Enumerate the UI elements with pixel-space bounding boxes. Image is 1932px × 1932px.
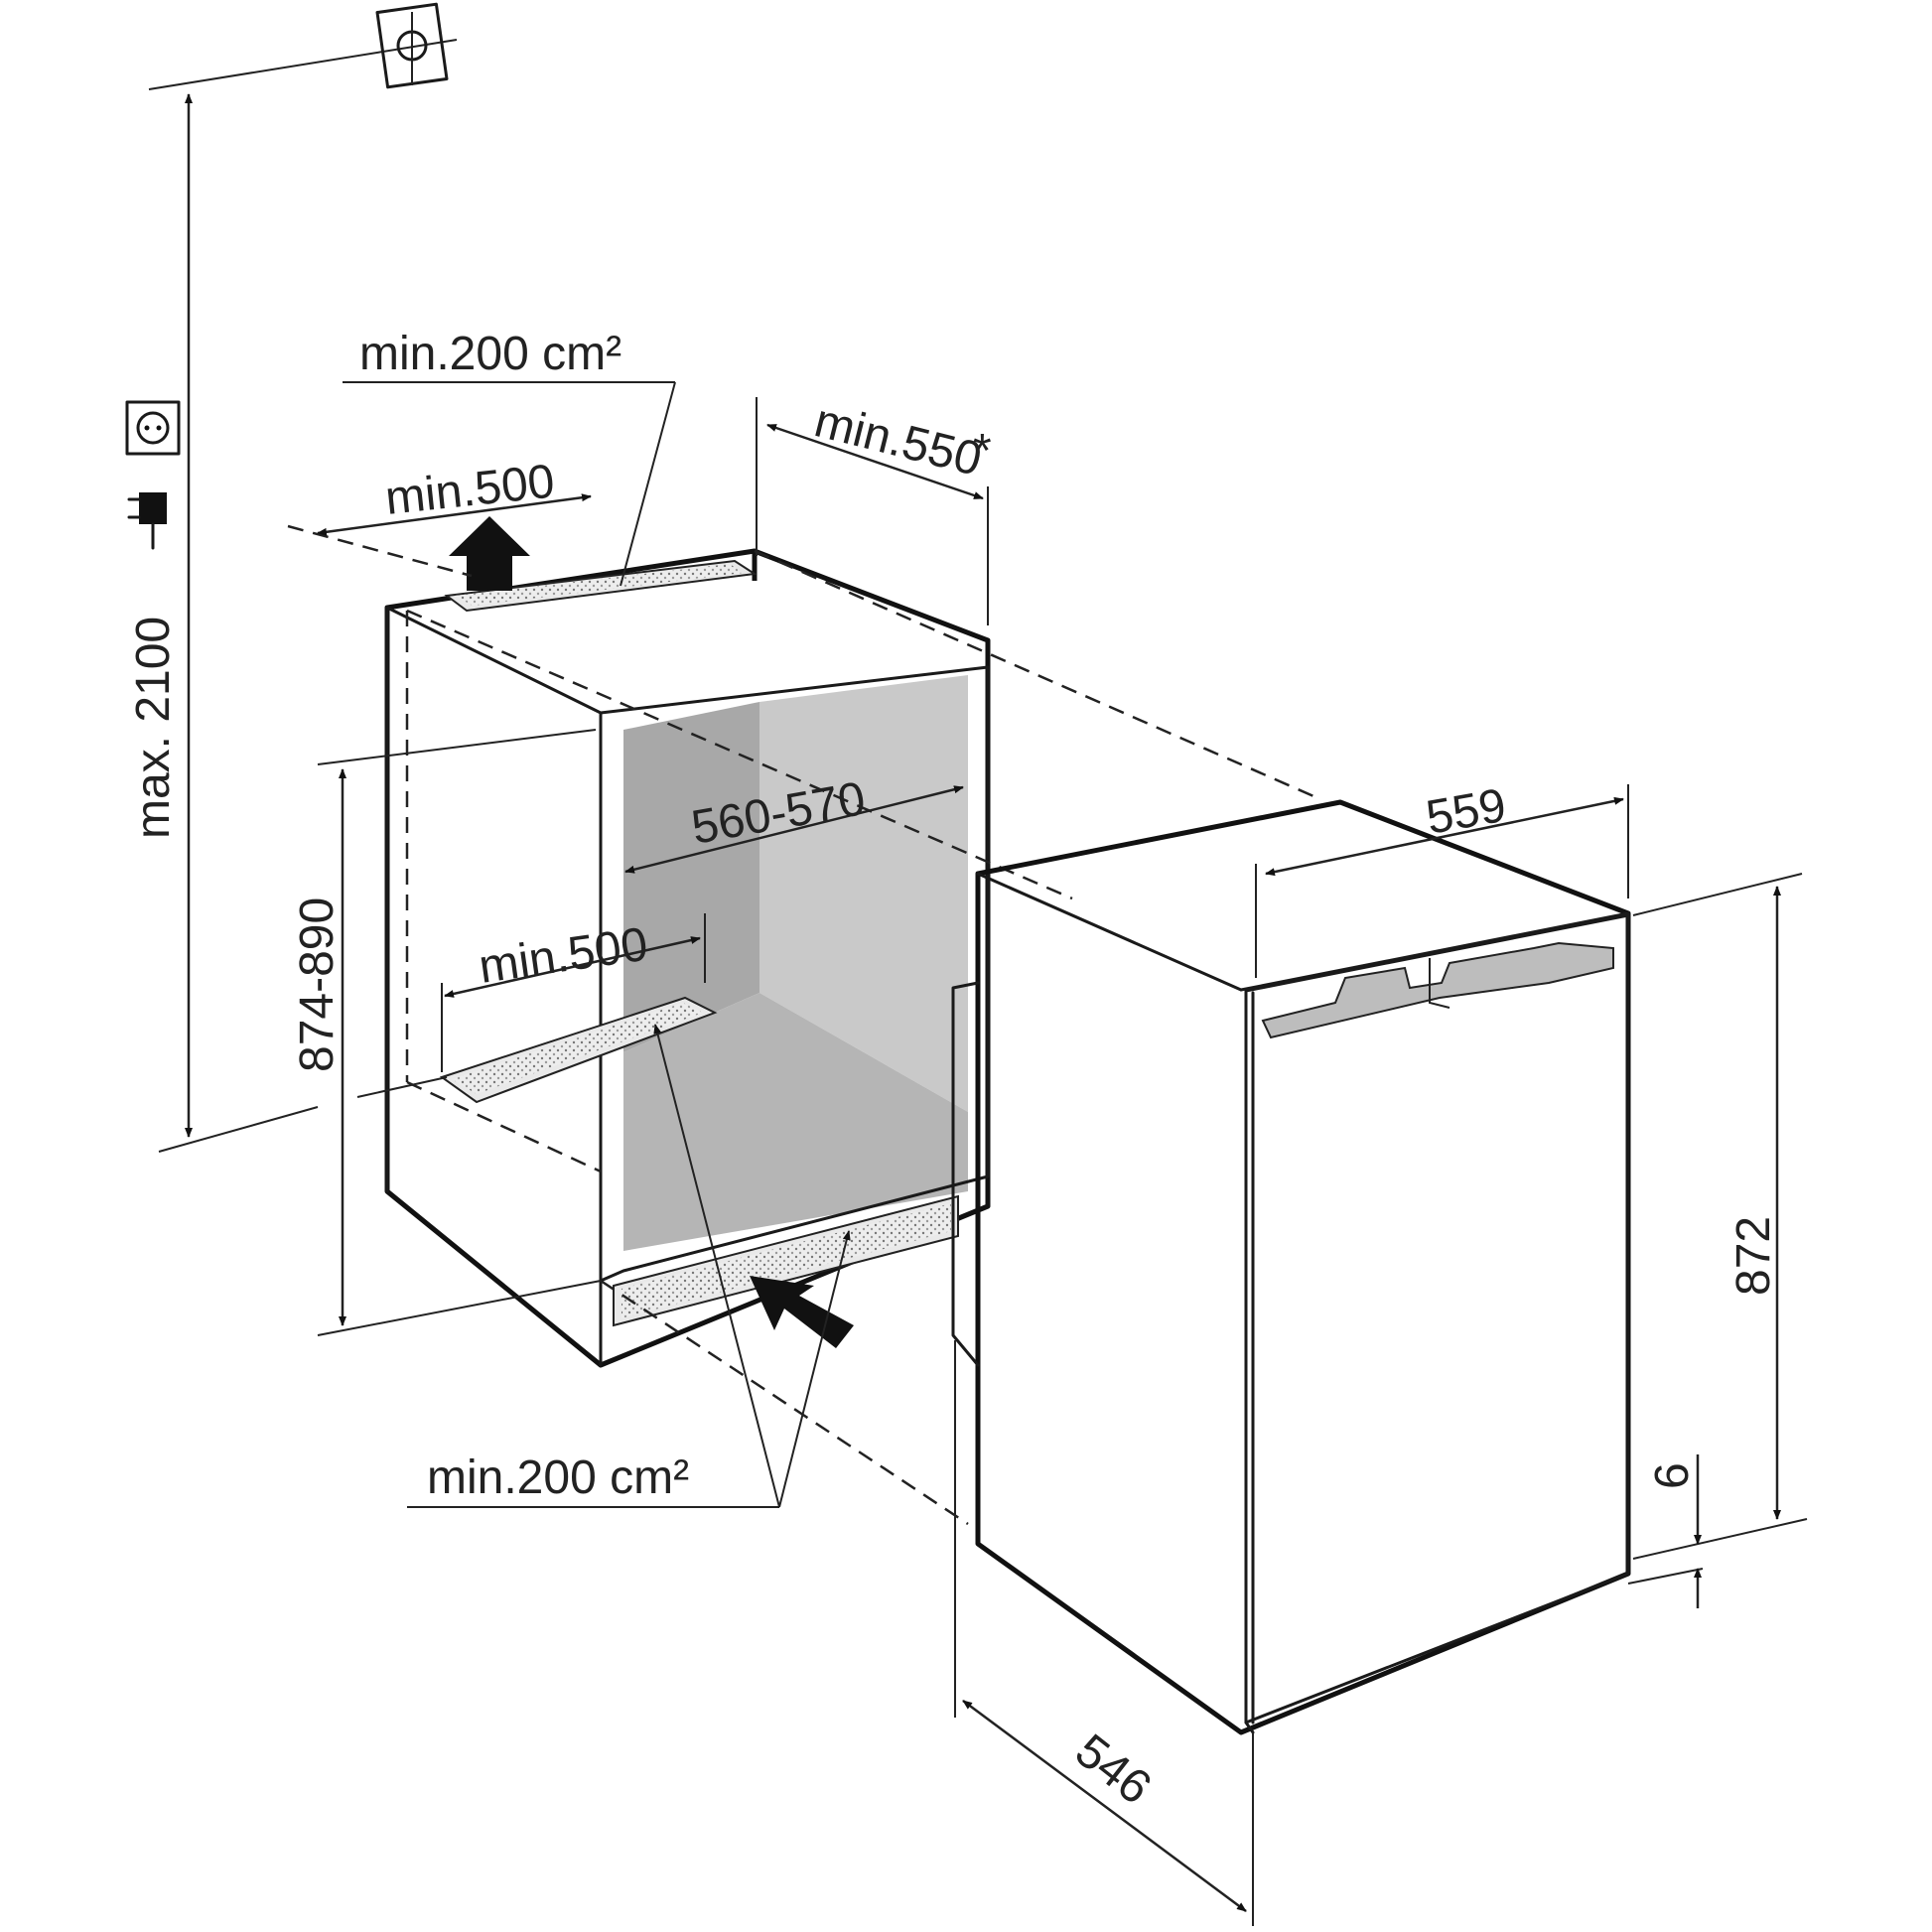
niche-floor xyxy=(623,993,968,1251)
plinth-gap-dimension: 6 xyxy=(1627,1454,1704,1608)
niche-height-label: 874-890 xyxy=(291,897,344,1072)
top-vent-dimension: min.200 cm² xyxy=(343,328,676,587)
air-out-arrow-icon xyxy=(449,516,530,591)
top-depth-label: min.500 xyxy=(383,455,557,525)
door-handle xyxy=(1261,941,1614,1039)
appliance-height-dimension: 872 xyxy=(1632,873,1808,1560)
appliance-height-label: 872 xyxy=(1727,1216,1780,1296)
air-in-arrow-icon xyxy=(750,1276,854,1348)
max-height-dimension: max. 2100 xyxy=(127,93,319,1153)
bottom-vent-area-label: min.200 cm² xyxy=(427,1451,689,1504)
appliance-fridge xyxy=(951,799,1631,1735)
top-depth-dimension: min.500 xyxy=(317,455,592,536)
rear-clearance-label: min.550 xyxy=(809,394,987,486)
appliance-depth-label: 546 xyxy=(1065,1725,1161,1815)
appliance-width-label: 559 xyxy=(1423,779,1510,845)
niche-height-dimension: 874-890 xyxy=(291,729,602,1336)
wall-bracket-icon xyxy=(148,2,458,90)
rear-clearance-note: * xyxy=(973,425,992,478)
bottom-vent-dimension: min.200 cm² xyxy=(407,1024,851,1508)
plug-icon xyxy=(127,492,167,550)
top-vent-area-label: min.200 cm² xyxy=(359,328,621,380)
max-height-label: max. 2100 xyxy=(127,617,180,839)
plinth-gap-label: 6 xyxy=(1646,1462,1699,1489)
niche-side-wall xyxy=(759,675,968,1112)
socket-icon xyxy=(125,400,181,456)
rear-clearance-dimension: min.550 * xyxy=(756,394,992,625)
